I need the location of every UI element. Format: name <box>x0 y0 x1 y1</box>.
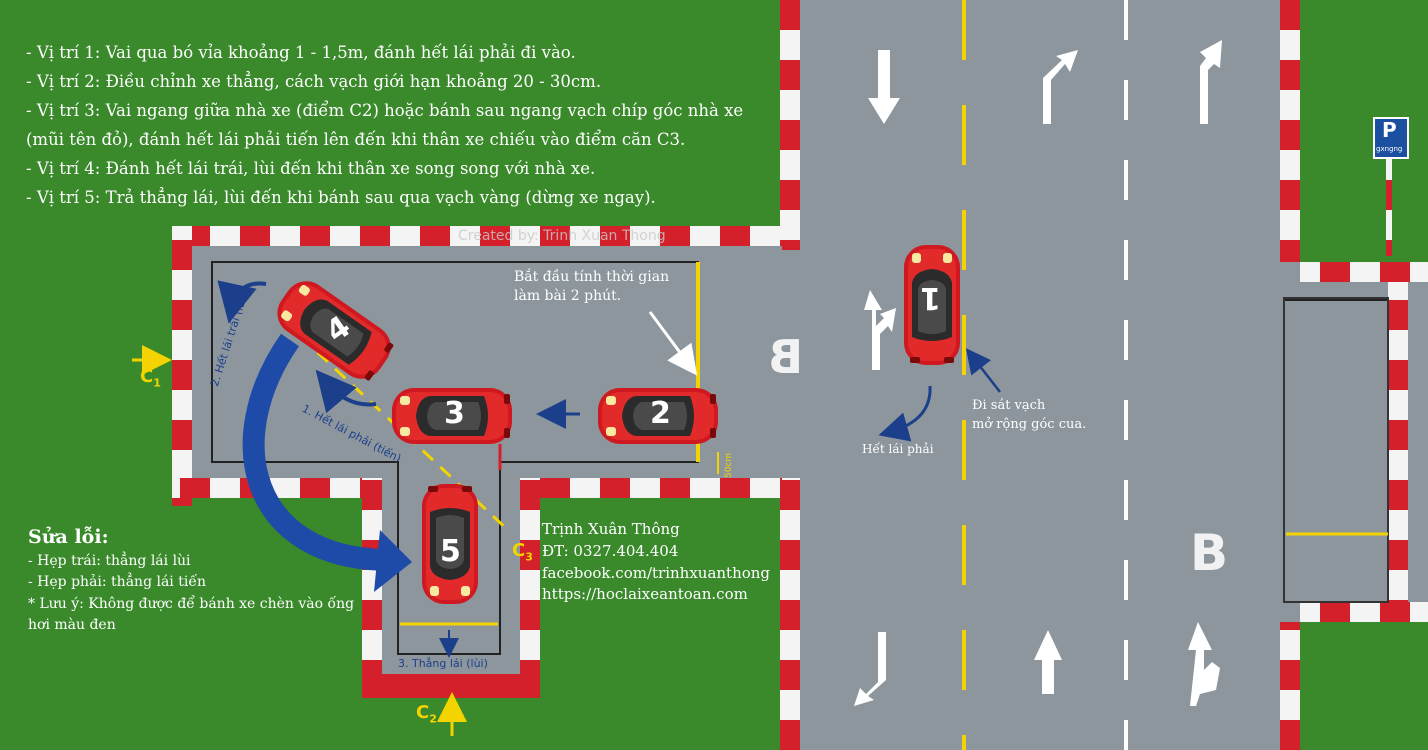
instructions-list: - Vị trí 1: Vai qua bó vỉa khoảng 1 - 1,… <box>26 38 743 212</box>
instruction-line: - Vị trí 4: Đánh hết lái trái, lùi đến k… <box>26 159 596 178</box>
curb <box>780 478 800 750</box>
car-number: 2 <box>650 396 671 431</box>
start-note: Bắt đầu tính thời gian làm bài 2 phút. <box>514 268 669 306</box>
contact-name: Trịnh Xuân Thông <box>542 520 680 538</box>
turn-right-arrow-icon <box>1043 50 1078 124</box>
movement-arrows <box>132 280 1001 736</box>
start-note-line: Bắt đầu tính thời gian <box>514 269 670 285</box>
contact-website: https://hoclaixeantoan.com <box>542 585 748 603</box>
parking-sign <box>1373 117 1409 256</box>
side-note-line: Đi sát vạch <box>972 398 1046 413</box>
main-road <box>800 0 1300 750</box>
straight-right-arrow-icon <box>1188 622 1220 706</box>
instruction-line: - Vị trí 3: Vai ngang giữa nhà xe (điểm … <box>26 101 744 120</box>
down-arrow-icon <box>868 50 900 124</box>
instruction-line: - Vị trí 1: Vai qua bó vỉa khoảng 1 - 1,… <box>26 43 576 62</box>
point-subscript: 2 <box>429 712 437 726</box>
point-c1: C1 <box>140 366 161 390</box>
instruction-line: - Vị trí 2: Điều chỉnh xe thẳng, cách vạ… <box>26 72 602 91</box>
side-note: Đi sát vạch mở rộng góc cua. <box>972 396 1086 434</box>
watermark: Created by: Trinh Xuan Thong <box>458 228 666 244</box>
point-label: C <box>512 540 526 561</box>
point-subscript: 3 <box>525 550 533 564</box>
point-subscript: 1 <box>153 376 161 390</box>
car-number: 3 <box>444 396 465 431</box>
parking-sign-letter: P <box>1382 118 1397 142</box>
point-label: C <box>416 702 430 723</box>
point-label: C <box>140 366 154 387</box>
arc-label-straight: 3. Thẳng lái (lùi) <box>398 657 488 670</box>
fix-title: Sửa lỗi: <box>28 526 109 548</box>
fix-item: - Hẹp phải: thẳng lái tiến <box>28 574 206 590</box>
point-c3: C3 <box>512 540 533 564</box>
contact-facebook: facebook.com/trinhxuanthong <box>542 564 771 582</box>
side-note-line: mở rộng góc cua. <box>972 417 1087 432</box>
fix-item: * Lưu ý: Không được để bánh xe chèn vào … <box>28 596 355 612</box>
turn-right-arrow-icon <box>1200 40 1222 124</box>
start-note-line: làm bài 2 phút. <box>514 288 622 304</box>
letter-b-mirrored: B <box>768 330 804 384</box>
letter-b: B <box>1190 524 1229 582</box>
point-c2: C2 <box>416 702 437 726</box>
left-straight-arrow-icon <box>864 290 896 370</box>
contact-phone: ĐT: 0327.404.404 <box>542 542 679 560</box>
car-number: 5 <box>440 534 461 569</box>
road-arrows <box>854 40 1222 706</box>
reverse-curve-arrow <box>242 333 391 571</box>
instruction-line: (mũi tên đỏ), đánh hết lái phải tiến lên… <box>26 130 686 149</box>
turn-right-note: Hết lái phải <box>862 442 934 456</box>
curb <box>1280 622 1300 750</box>
curb <box>1280 0 1300 262</box>
car-number: 1 <box>920 280 941 315</box>
distance-label: 50cm <box>724 452 734 478</box>
fix-item: - Hẹp trái: thẳng lái lùi <box>28 553 191 569</box>
fix-item: hơi màu đen <box>28 617 116 633</box>
lane-markings <box>962 0 1389 750</box>
parking-sign-caption: gxngng <box>1376 145 1403 153</box>
curb <box>780 0 800 250</box>
pointer-arrow-icon <box>648 311 698 376</box>
instruction-line: - Vị trí 5: Trả thẳng lái, lùi đến khi b… <box>26 188 656 207</box>
up-arrow-icon <box>1034 630 1062 694</box>
turn-arrow-icon <box>854 632 886 706</box>
